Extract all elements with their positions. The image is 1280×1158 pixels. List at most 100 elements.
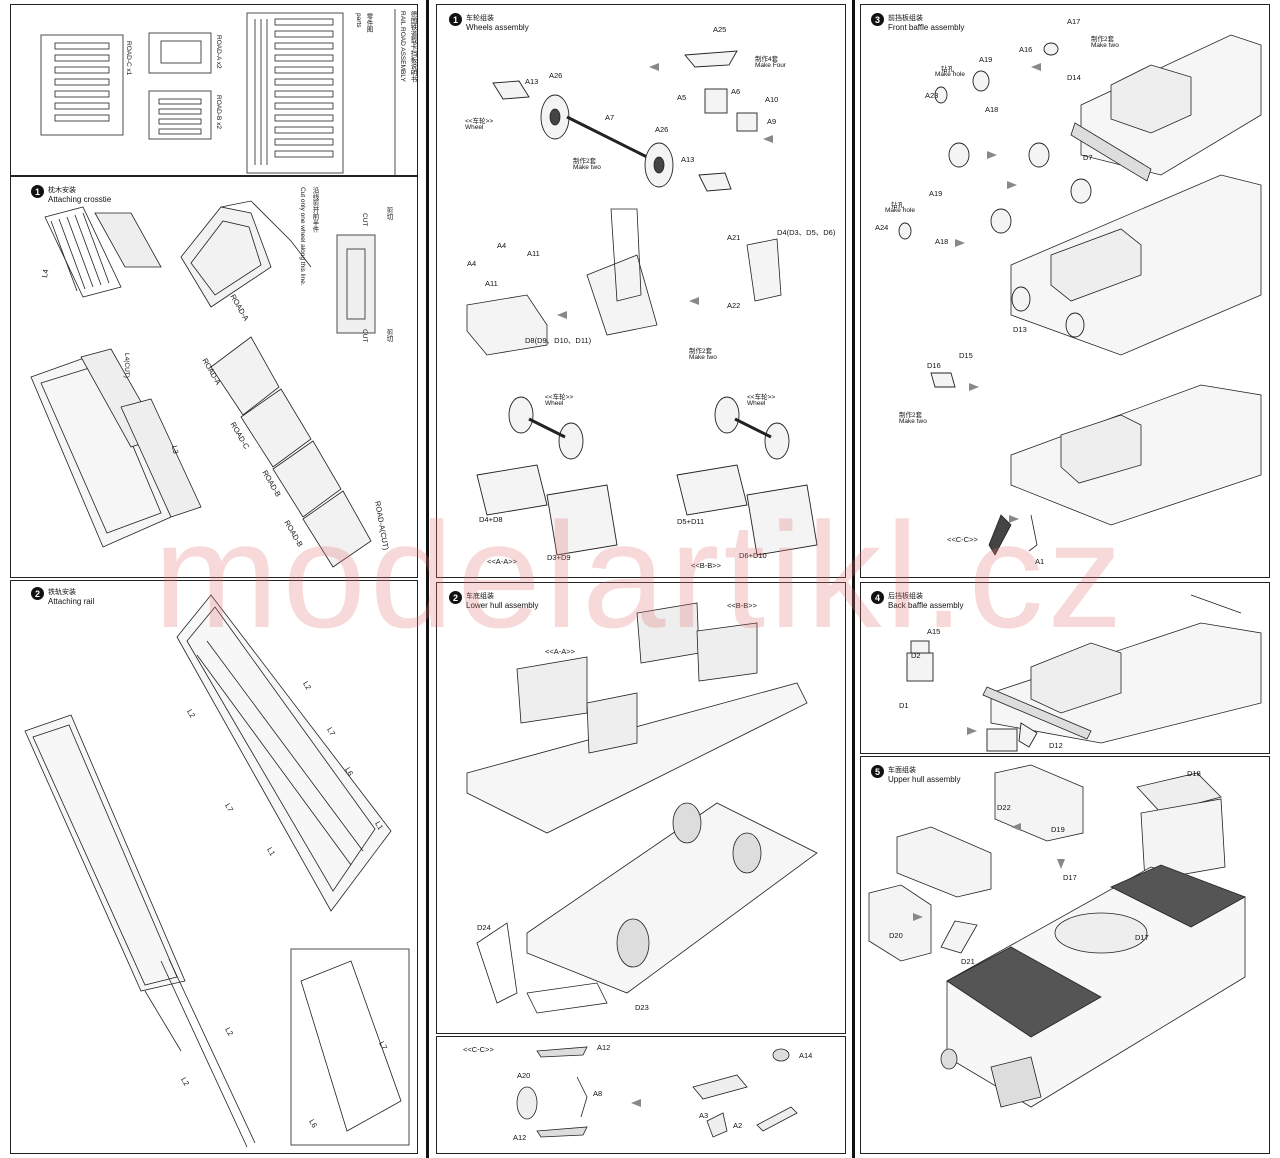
label-a2: A2	[733, 1121, 743, 1130]
label-a11-a: A11	[485, 279, 498, 288]
step-title-cn: 后挡板组装	[888, 592, 923, 600]
label-make4-cn: 制作4套	[755, 56, 779, 63]
label-make2: Make two	[1091, 42, 1119, 49]
label-d17-b: D17	[1135, 933, 1149, 942]
road-b-label: ROAD-B x2	[215, 95, 222, 129]
label-d4-d8: D4+D8	[479, 515, 503, 524]
label-wheel-2: Wheel	[545, 400, 564, 407]
front-baffle-drawing	[898, 34, 1262, 556]
label-a18-b: A18	[935, 237, 949, 246]
label-wheel: Wheel	[465, 124, 484, 131]
label-a21: A21	[727, 233, 741, 242]
label-make2-cn: 制作2套	[573, 158, 597, 165]
step-title-cn: 车面组装	[888, 766, 916, 774]
step-title-en: Attaching rail	[48, 597, 95, 606]
label-a4-a: A4	[467, 259, 477, 268]
label-section-aa: <<A-A>>	[487, 557, 518, 566]
crosstie-drawing	[30, 200, 376, 568]
label-make2b-cn: 制作2套	[899, 412, 923, 419]
label-make4: Make Four	[755, 62, 787, 69]
step-title-cn: 车轮组装	[466, 14, 494, 22]
label-a5: A5	[677, 93, 687, 102]
column-divider-2	[852, 0, 855, 1158]
rail-drawing	[24, 594, 410, 1148]
label-a17: A17	[1067, 17, 1081, 26]
label-section-bb: <<B-B>>	[727, 601, 758, 610]
step-title-cn: 枕木安装	[48, 186, 76, 194]
label-d5-d11: D5+D11	[677, 517, 705, 526]
label-l3: L3	[170, 444, 181, 455]
label-d4: D4(D3、D5、D6)	[777, 228, 836, 237]
label-a13-a: A13	[525, 77, 539, 86]
label-a25: A25	[713, 25, 727, 34]
label-wheel-cn-3: <<车轮>>	[747, 394, 776, 401]
label-wheel-cn-2: <<车轮>>	[545, 394, 574, 401]
label-a13-b: A13	[681, 155, 695, 164]
label-a19-a: A19	[979, 55, 993, 64]
label-d6-d10: D6+D10	[739, 551, 767, 560]
column-divider-1	[426, 0, 429, 1158]
label-make-hole: Make hole	[935, 71, 965, 78]
label-d18: D18	[1187, 769, 1201, 778]
step-title-en: Attaching crosstie	[48, 195, 112, 204]
label-make2: Make two	[573, 164, 601, 171]
label-d16: D16	[927, 361, 941, 370]
label-cut-2: CUT	[361, 329, 368, 343]
step-title-en: Lower hull assembly	[466, 601, 539, 610]
step-number: 1	[31, 185, 44, 198]
wheels-drawing	[466, 50, 818, 556]
label-drill-cn: 钻孔	[941, 66, 954, 73]
cc-detail-panel: <<C-C>> A12 A20 A8 A12 A14 A3 A2	[436, 1036, 846, 1154]
label-a12-b: A12	[513, 1133, 527, 1142]
label-make2b: Make two	[689, 354, 717, 361]
step-title-en: Upper hull assembly	[888, 775, 961, 784]
label-a14: A14	[799, 1051, 813, 1060]
label-d3-d9: D3+D9	[547, 553, 571, 562]
label-a6: A6	[731, 87, 741, 96]
label-wheel-cn: <<车轮>>	[465, 118, 494, 125]
label-make2-cn: 制作2套	[1091, 36, 1115, 43]
step-number: 2	[449, 591, 462, 604]
step-title-cn: 前挡板组装	[888, 14, 923, 22]
parts-sprue-drawing	[40, 9, 396, 175]
label-section-bb: <<B-B>>	[691, 561, 722, 570]
back-baffle-drawing	[906, 594, 1262, 752]
sheet-title-cn: 德国铁道载卡挡板说明书	[409, 11, 416, 83]
label-a11-b: A11	[527, 249, 540, 258]
label-cut-note-cn: 沿线剪开前半件	[311, 187, 318, 233]
label-l4: L4	[40, 268, 51, 279]
label-cut-cn-2: 剪切	[385, 329, 392, 342]
step-title-en: Front baffle assembly	[888, 23, 965, 32]
cc-detail-drawing	[516, 1046, 798, 1138]
label-make2b: Make two	[899, 418, 927, 425]
sheet-title-en: RAIL ROAD ASSEMBLY	[399, 11, 406, 82]
label-d22: D22	[997, 803, 1011, 812]
step-number: 1	[449, 13, 462, 26]
label-a23: A23	[925, 91, 939, 100]
label-a26-b: A26	[655, 125, 669, 134]
lower-hull-drawing	[466, 602, 818, 1014]
step-title-cn: 车底组装	[466, 592, 494, 600]
label-d2: D2	[911, 651, 921, 660]
label-d20: D20	[889, 931, 903, 940]
label-d24: D24	[477, 923, 491, 932]
step-number: 2	[31, 587, 44, 600]
label-a12-a: A12	[597, 1043, 611, 1052]
label-d17-a: D17	[1063, 873, 1077, 882]
label-section-aa: <<A-A>>	[545, 647, 576, 656]
label-a4-b: A4	[497, 241, 507, 250]
label-d13: D13	[1013, 325, 1027, 334]
upper-hull-drawing	[868, 764, 1246, 1108]
label-d19: D19	[1051, 825, 1065, 834]
road-c-label: ROAD-C x1	[125, 41, 132, 76]
cc-detail-title: <<C-C>>	[463, 1045, 494, 1054]
